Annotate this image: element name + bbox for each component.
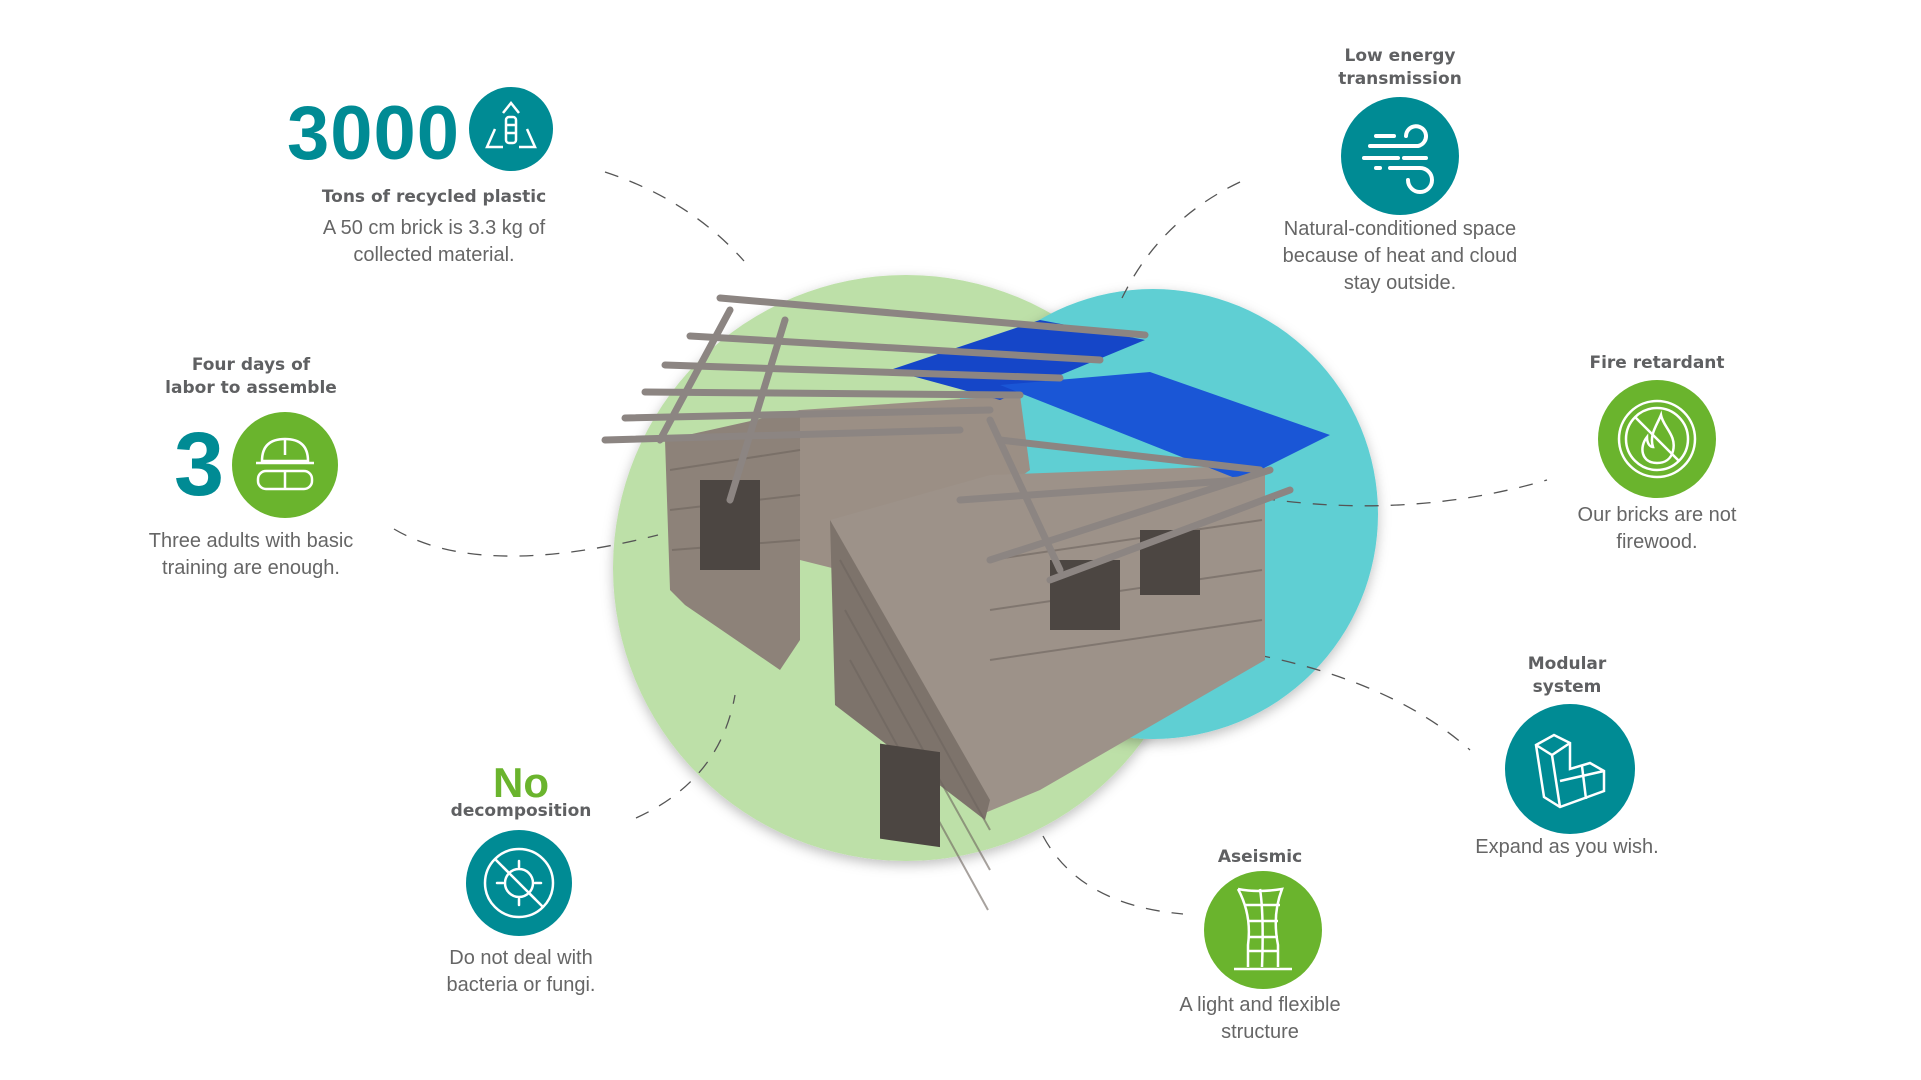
modular-desc: Expand as you wish. [1475,834,1658,861]
energy-title: Low energy transmission [1338,45,1462,91]
labor-title: Four days of labor to assemble [165,354,337,400]
title-line: Four days of [191,355,311,375]
aseismic-desc: A light and flexible structure [1179,992,1340,1046]
no-bacteria-icon [466,830,572,936]
desc-line: bacteria or fungi. [446,974,596,996]
desc-line: because of heat and cloud [1282,245,1518,267]
recycled-bottle-icon [469,87,553,171]
flexible-grid-icon [1204,871,1322,989]
title-line: system [1532,677,1602,697]
desc-line: structure [1221,1021,1299,1043]
labor-desc: Three adults with basic training are enou… [149,528,354,582]
decomposition-desc: Do not deal with bacteria or fungi. [447,945,596,999]
desc-line: A light and flexible [1179,994,1341,1016]
title-line: Low energy [1344,46,1456,66]
energy-desc: Natural-conditioned space because of heat… [1283,216,1518,297]
desc-line: A 50 cm brick is 3.3 kg of [322,217,546,239]
title-line: labor to assemble [165,378,337,398]
desc-line: Do not deal with [449,947,593,969]
recycled-title: Tons of recycled plastic [321,187,547,207]
desc-line: stay outside. [1343,272,1457,294]
desc-line: training are enough. [162,557,340,579]
brick-house [601,294,1330,911]
recycled-desc: A 50 cm brick is 3.3 kg of collected mate… [323,215,545,269]
wind-icon [1341,97,1459,215]
title-line: Modular [1527,654,1607,674]
fire-title: Fire retardant [1589,353,1725,373]
connector-lines [393,171,1548,915]
decomposition-title: decomposition [450,801,592,821]
modular-blocks-icon [1505,704,1635,834]
title-line: transmission [1338,69,1462,89]
desc-line: firewood. [1616,531,1698,553]
no-decomposition-word: No [493,759,549,806]
desc-line: collected material. [353,244,515,266]
desc-line: Natural-conditioned space [1283,218,1517,240]
aseismic-title: Aseismic [1217,847,1303,867]
modular-title: Modular system [1528,653,1607,699]
fire-desc: Our bricks are not firewood. [1578,502,1737,556]
labor-adults-number: 3 [174,415,225,515]
hard-hat-goggles-icon [232,412,338,518]
desc-line: Three adults with basic [148,530,354,552]
desc-line: Our bricks are not [1577,504,1737,526]
recycled-tons-number: 3000 [287,91,461,176]
no-fire-icon [1598,380,1716,498]
desc-line: Expand as you wish. [1475,836,1659,858]
